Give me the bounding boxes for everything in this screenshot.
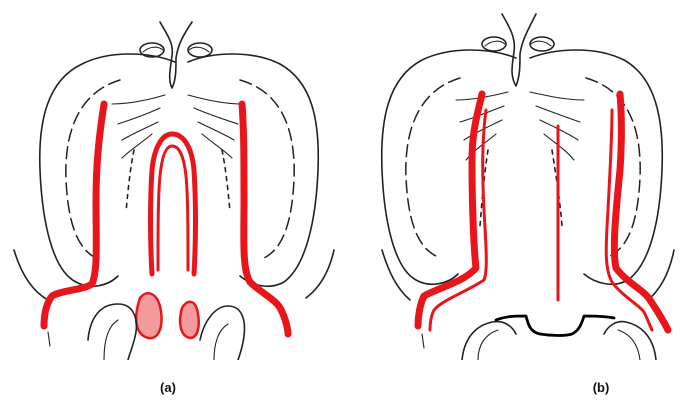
left-nostril [482,37,506,51]
nasal-top [160,22,192,88]
left-nostril-inner [143,47,163,52]
outer-outline-right [188,54,318,286]
outer-outline [40,54,175,286]
inner-dashed-left [406,78,460,256]
lower-structure-left [462,322,516,360]
left-small-mark [422,334,424,348]
lower-structure-right [604,322,656,360]
right-nostril-inner [189,47,209,52]
red-arch-inner [158,146,188,270]
lower-structure-right-inner [214,324,228,360]
lower-curve-right [306,250,334,298]
hatch-right-5 [222,150,230,212]
hatch-right-1 [188,95,242,104]
hatch-right-1 [530,92,584,100]
hatch-left-2 [118,108,160,124]
black-notch [496,316,614,336]
hatch-right-4 [202,134,232,158]
panel-a-drawing [0,0,346,360]
red-line-right [242,104,288,334]
red-line-left-inner [430,110,486,330]
left-small-mark [48,332,50,346]
panel-b: (b) [346,0,692,403]
outer-outline-right [530,50,662,284]
lower-curve-left [14,250,48,300]
left-nostril [140,43,164,57]
lower-structure-left-inner [104,320,118,360]
red-line-left [44,104,104,326]
right-nostril [188,43,212,57]
right-nostril-inner [531,41,551,46]
lower-curve-right [648,250,674,300]
panel-b-label: (b) [571,380,631,395]
lower-structure-left-inner [478,330,498,360]
hatch-right-2 [536,106,580,122]
lower-structure-right-inner [618,330,640,360]
red-pad-left [136,293,161,338]
red-pad-right [180,302,199,338]
left-nostril-inner [485,41,505,46]
lower-structure-left [88,304,136,360]
inner-dashed-right [240,80,294,258]
hatch-right-3 [198,122,234,140]
nasal-top [502,14,536,86]
hatch-left-3 [122,122,158,140]
outer-outline [382,50,516,284]
lower-curve-left [382,250,410,300]
panel-a-label: (a) [138,380,198,395]
panel-b-drawing [346,0,692,360]
panel-a: (a) [0,0,346,403]
hatch-right-2 [194,108,238,124]
hatch-left-1 [112,95,165,104]
hatch-left-5 [126,150,134,212]
red-line-left [418,94,482,326]
right-nostril [530,37,554,51]
lower-structure-right [200,306,244,360]
